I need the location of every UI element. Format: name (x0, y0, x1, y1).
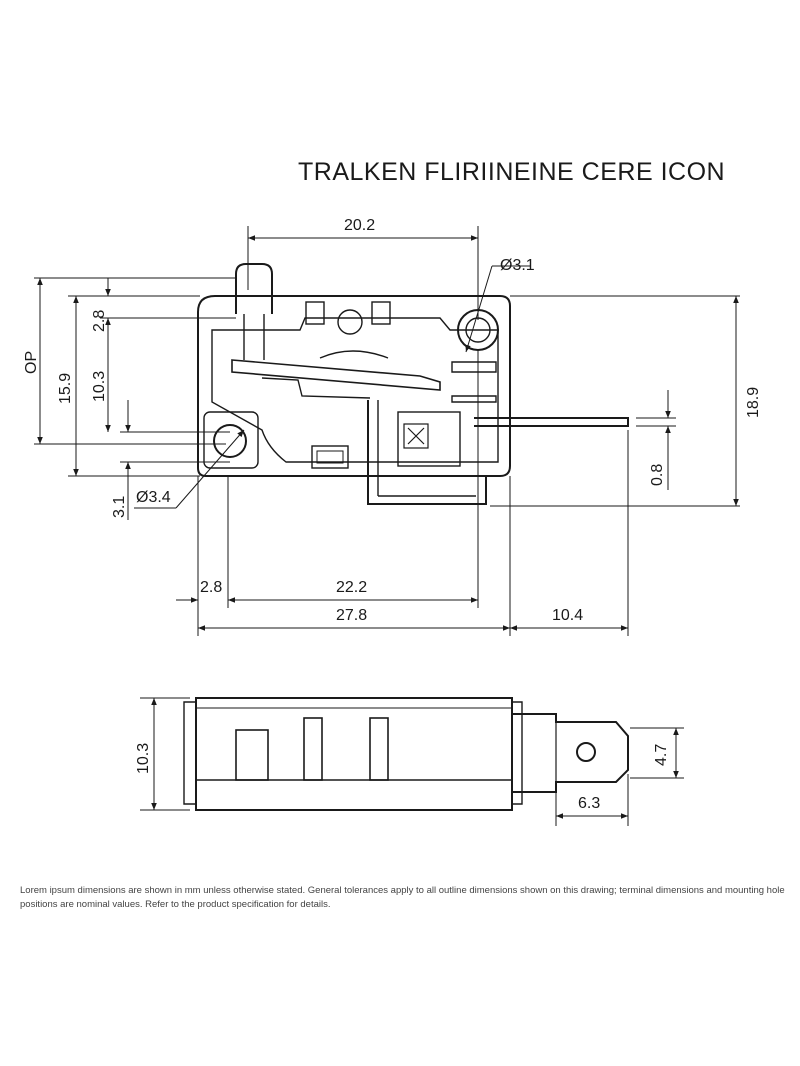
top-view-dimensions (34, 226, 740, 636)
dim-4-7: 4.7 (653, 744, 670, 766)
side-terminal (512, 713, 629, 793)
dim-0-8: 0.8 (649, 464, 666, 486)
terminal-right (474, 417, 629, 427)
terminal-bottom (367, 400, 487, 505)
side-view (183, 697, 629, 811)
dim-phi-3-4: Ø3.4 (136, 489, 171, 506)
top-view (197, 263, 629, 505)
dim-2-8-vertical: 2.8 (91, 310, 108, 332)
dim-20-2: 20.2 (344, 217, 375, 234)
dim-side-10-3: 10.3 (135, 743, 152, 774)
footnote-text: Lorem ipsum dimensions are shown in mm u… (20, 885, 785, 910)
dim-15-9: 15.9 (57, 373, 74, 404)
dim-10-3: 10.3 (91, 371, 108, 402)
dim-22-2: 22.2 (336, 579, 367, 596)
mounting-hole-left (213, 424, 247, 458)
dim-6-3: 6.3 (578, 795, 600, 812)
switch-housing (197, 295, 511, 477)
actuator-plunger (235, 263, 273, 314)
dim-phi-3-1: Ø3.1 (500, 257, 535, 274)
top-view-dimension-labels: 20.2 Ø3.1 2.8 OP 15.9 10.3 18.9 0.8 3.1 … (23, 217, 762, 624)
dim-18-9: 18.9 (745, 387, 762, 418)
dim-op: OP (23, 351, 40, 374)
dim-2-8-horizontal: 2.8 (200, 579, 222, 596)
side-view-dimensions (140, 697, 684, 826)
side-view-dimension-labels: 10.3 4.7 6.3 (135, 743, 670, 812)
dim-10-4: 10.4 (552, 607, 583, 624)
dim-27-8: 27.8 (336, 607, 367, 624)
drawing-title: TRALKEN FLIRIINEINE CERE ICON (298, 158, 726, 186)
side-housing (195, 697, 513, 811)
dim-3-1: 3.1 (111, 496, 128, 518)
